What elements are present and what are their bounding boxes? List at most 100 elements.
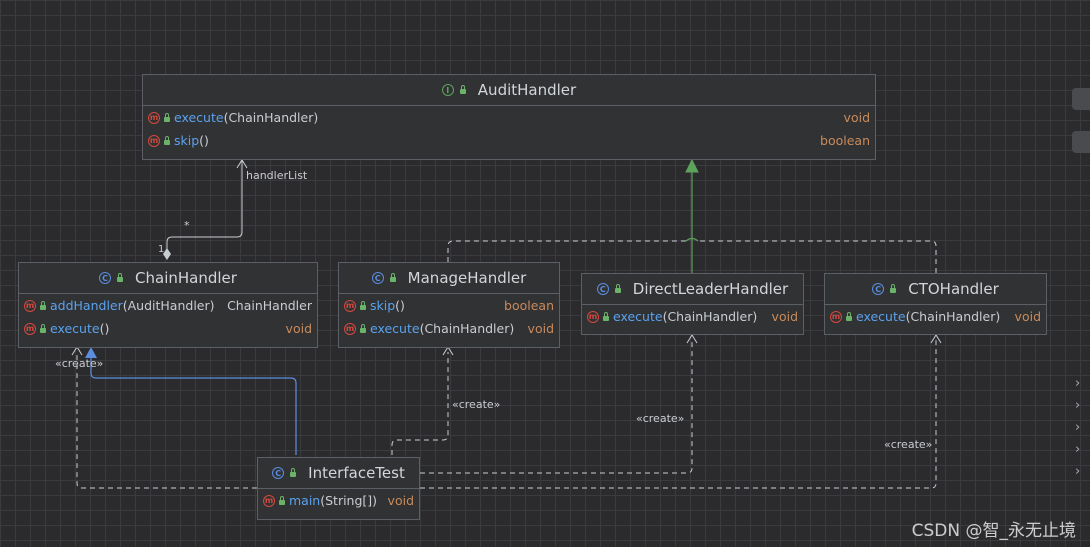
- method-icon: m: [263, 494, 275, 507]
- create-to-directleader: [420, 340, 693, 474]
- association-handlerlist: [166, 159, 248, 254]
- method-name: skip: [370, 298, 396, 313]
- method-args: (): [199, 133, 209, 148]
- method-return: void: [843, 110, 870, 125]
- create-label: «create»: [636, 412, 685, 425]
- public-lock-icon: [117, 273, 124, 282]
- method-icon: m: [830, 310, 842, 323]
- public-lock-icon: [890, 284, 897, 293]
- chevron-right-icon[interactable]: ›: [1075, 420, 1081, 435]
- class-icon: C: [272, 467, 285, 479]
- aggregation-diamond: [163, 248, 171, 260]
- class-header: C CTOHandler: [825, 274, 1046, 305]
- method-row[interactable]: m execute(ChainHandler) void: [825, 305, 1046, 328]
- class-name: ManageHandler: [407, 269, 527, 287]
- method-name: execute: [856, 309, 906, 324]
- method-args: (): [99, 321, 110, 336]
- create-label: «create»: [884, 438, 933, 451]
- method-icon: m: [148, 111, 160, 124]
- class-icon: C: [596, 283, 609, 295]
- side-panel-tab[interactable]: [1072, 88, 1090, 110]
- realization-manage-branch: [447, 240, 686, 262]
- method-return: ChainHandler: [227, 298, 312, 313]
- method-return: void: [771, 309, 798, 324]
- method-return: boolean: [504, 298, 554, 313]
- class-managehandler[interactable]: C ManageHandler m skip() boolean m execu…: [338, 262, 560, 348]
- method-icon: m: [148, 134, 160, 147]
- class-audithandler[interactable]: I AuditHandler m execute(ChainHandler) v…: [142, 74, 876, 160]
- method-name: execute: [370, 321, 420, 336]
- method-row[interactable]: m skip() boolean: [339, 294, 559, 317]
- method-return: void: [387, 493, 414, 508]
- chevron-right-icon[interactable]: ›: [1075, 464, 1081, 479]
- inheritance-arrowhead: [85, 347, 97, 358]
- public-lock-icon: [164, 112, 170, 122]
- public-lock-icon: [846, 311, 852, 321]
- public-lock-icon: [290, 468, 297, 477]
- watermark: CSDN @智_永无止境: [911, 521, 1076, 541]
- method-row[interactable]: m main(String[]) void: [258, 489, 419, 512]
- public-lock-icon: [614, 284, 621, 293]
- class-ctohandler[interactable]: C CTOHandler m execute(ChainHandler) voi…: [824, 273, 1047, 335]
- multiplicity-many-label: *: [184, 219, 190, 232]
- method-args: (ChainHandler): [223, 110, 319, 125]
- method-row[interactable]: m execute(ChainHandler) void: [143, 106, 875, 129]
- class-header: C DirectLeaderHandler: [582, 274, 803, 305]
- method-icon: m: [24, 299, 36, 312]
- method-args: (): [395, 298, 405, 313]
- method-icon: m: [24, 322, 36, 335]
- method-row[interactable]: m skip() boolean: [143, 129, 875, 152]
- realization-branch-dashes: [447, 240, 937, 273]
- method-icon: m: [344, 299, 356, 312]
- method-args: (String[]): [320, 493, 378, 508]
- create-to-cto: [420, 340, 937, 489]
- method-icon: m: [587, 310, 599, 323]
- public-lock-icon: [459, 85, 466, 94]
- association-label: handlerList: [246, 169, 308, 182]
- method-name: main: [289, 493, 321, 508]
- class-interfacetest[interactable]: C InterfaceTest m main(String[]) void: [257, 457, 420, 520]
- chevron-right-icon[interactable]: ›: [1075, 376, 1081, 391]
- class-icon: C: [872, 283, 885, 295]
- method-row[interactable]: m execute() void: [19, 317, 317, 340]
- method-args: (ChainHandler): [662, 309, 758, 324]
- interface-icon: I: [441, 84, 454, 96]
- class-icon: C: [99, 272, 112, 284]
- method-row[interactable]: m execute(ChainHandler) void: [582, 305, 803, 328]
- method-row[interactable]: m addHandler(AuditHandler) ChainHandler: [19, 294, 317, 317]
- method-return: void: [527, 321, 554, 336]
- method-row[interactable]: m execute(ChainHandler) void: [339, 317, 559, 340]
- public-lock-icon: [360, 300, 366, 310]
- multiplicity-one-label: 1: [158, 244, 165, 255]
- method-name: execute: [174, 110, 224, 125]
- realization-joint: [685, 237, 699, 242]
- class-icon: C: [371, 272, 384, 284]
- realization-arrowhead: [685, 158, 699, 173]
- class-name: InterfaceTest: [308, 464, 405, 482]
- method-return: void: [285, 321, 312, 336]
- method-name: execute: [50, 321, 100, 336]
- method-args: (AuditHandler): [122, 298, 215, 313]
- class-name: ChainHandler: [135, 269, 237, 287]
- create-label: «create»: [452, 398, 501, 411]
- class-name: CTOHandler: [908, 280, 999, 298]
- class-name: AuditHandler: [477, 81, 577, 99]
- method-name: addHandler: [50, 298, 123, 313]
- public-lock-icon: [603, 311, 609, 321]
- create-dependencies: [76, 340, 937, 489]
- class-header: C ManageHandler: [339, 263, 559, 294]
- side-panel-tab[interactable]: [1072, 131, 1090, 153]
- method-args: (ChainHandler): [905, 309, 1001, 324]
- chevron-right-icon[interactable]: ›: [1075, 442, 1081, 457]
- chevron-right-icon[interactable]: ›: [1075, 398, 1081, 413]
- method-return: void: [1014, 309, 1041, 324]
- public-lock-icon: [40, 323, 46, 333]
- inheritance-link: [90, 357, 297, 455]
- public-lock-icon: [279, 495, 285, 505]
- class-directleaderhandler[interactable]: C DirectLeaderHandler m execute(ChainHan…: [581, 273, 804, 335]
- public-lock-icon: [40, 300, 46, 310]
- method-name: execute: [613, 309, 663, 324]
- class-chainhandler[interactable]: C ChainHandler m addHandler(AuditHandler…: [18, 262, 318, 348]
- class-name: DirectLeaderHandler: [632, 280, 789, 298]
